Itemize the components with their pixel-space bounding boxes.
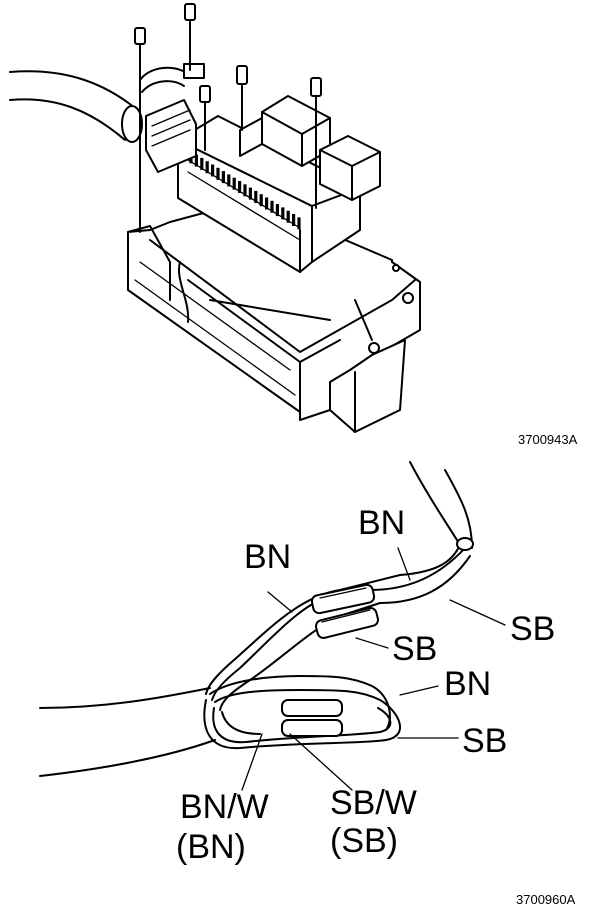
terminal-tooth — [254, 190, 258, 203]
label-sb-right-bottom: SB — [462, 722, 507, 760]
terminal-tooth — [194, 154, 198, 167]
fuse-box-illustration: 3700943A — [9, 3, 578, 447]
terminal-tooth — [297, 217, 301, 230]
terminal-tooth — [238, 181, 242, 193]
terminal-tooth — [221, 171, 225, 184]
figure-code-bottom: 3700960A — [516, 892, 576, 907]
screw — [184, 3, 196, 71]
label-bn-left: BN — [244, 538, 291, 576]
terminal-tooth — [265, 197, 269, 210]
label-sb-right-top: SB — [510, 610, 555, 648]
cable-clamp — [139, 63, 205, 93]
terminal-tooth — [243, 184, 247, 197]
upper-wire-branch — [205, 537, 474, 711]
terminal-tooth — [248, 187, 252, 200]
terminal-tooth — [200, 157, 204, 170]
lower-splices — [281, 699, 343, 737]
terminal-tooth — [281, 207, 285, 220]
screw — [199, 85, 211, 151]
wire-splice-illustration: BN BN SB SB BN SB BN/W (BN) SB/W (SB) 37… — [39, 461, 576, 907]
splice-sleeve — [281, 699, 343, 717]
terminal-tooth — [275, 204, 279, 217]
terminal-tooth — [216, 167, 220, 180]
terminal-tooth — [292, 214, 296, 226]
figure-code-top: 3700943A — [518, 432, 578, 447]
splice-sleeve — [315, 607, 379, 639]
label-bn-top: BN — [358, 504, 405, 542]
label-sb-w-alt: (SB) — [330, 822, 398, 860]
terminal-tooth — [270, 200, 274, 213]
harness-cable — [9, 70, 143, 143]
box-housing — [127, 199, 421, 421]
splice-sleeve — [310, 583, 376, 615]
harness-sheath-upper-2 — [444, 469, 473, 549]
label-bn-w: BN/W — [180, 788, 269, 826]
terminal-tooth — [232, 177, 236, 190]
terminal-tooth — [259, 194, 263, 207]
leader-lines — [241, 547, 506, 791]
harness-sheath-upper — [409, 461, 461, 546]
harness-sheath-left-2 — [39, 739, 216, 777]
terminal-tooth — [227, 174, 231, 187]
side-connector — [145, 99, 197, 173]
label-sb-mid: SB — [392, 630, 437, 668]
label-bn-w-alt: (BN) — [176, 828, 246, 866]
harness-sheath-left — [39, 687, 211, 709]
screw — [236, 65, 248, 131]
mounting-bracket — [329, 264, 414, 433]
terminal-tooth — [286, 210, 290, 223]
label-bn-right: BN — [444, 665, 491, 703]
mounting-screws — [134, 3, 322, 233]
terminal-tooth — [211, 164, 215, 177]
upper-splices — [310, 583, 379, 639]
splice-sleeve — [281, 719, 343, 737]
screw — [310, 77, 322, 209]
terminal-tooth — [205, 161, 209, 174]
screw — [134, 27, 146, 233]
label-sb-w: SB/W — [330, 784, 417, 822]
